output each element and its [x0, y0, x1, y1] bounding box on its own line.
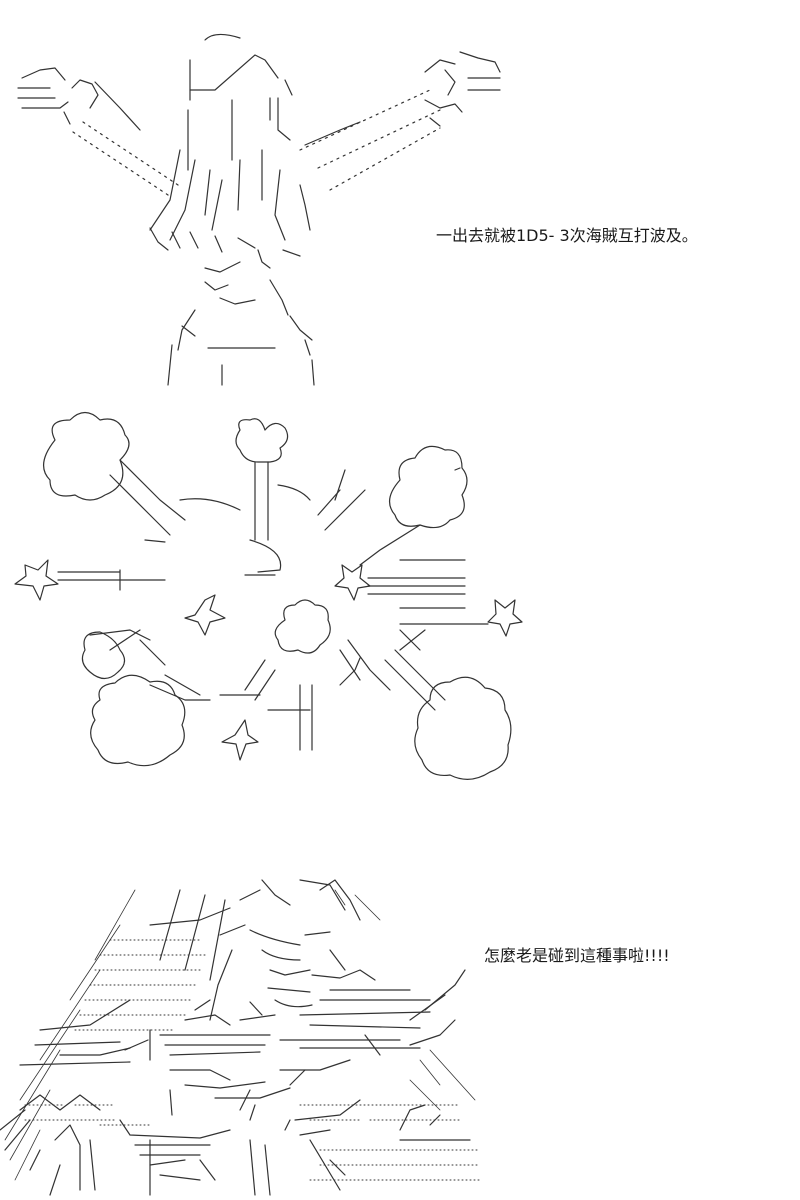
narration-caption: 一出去就被1D5- 3次海賊互打波及。 — [436, 226, 698, 245]
panel-closeup: 怎麼老是碰到這種事啦!!!! — [0, 820, 800, 1200]
explosion-art — [14, 411, 523, 780]
closeup-character-art — [0, 879, 481, 1196]
arms-spread-character-art — [17, 33, 501, 386]
panel-arms-spread: 一出去就被1D5- 3次海賊互打波及。 — [0, 0, 800, 400]
panel-explosion — [0, 400, 800, 820]
exclamation-caption: 怎麼老是碰到這種事啦!!!! — [484, 946, 670, 965]
